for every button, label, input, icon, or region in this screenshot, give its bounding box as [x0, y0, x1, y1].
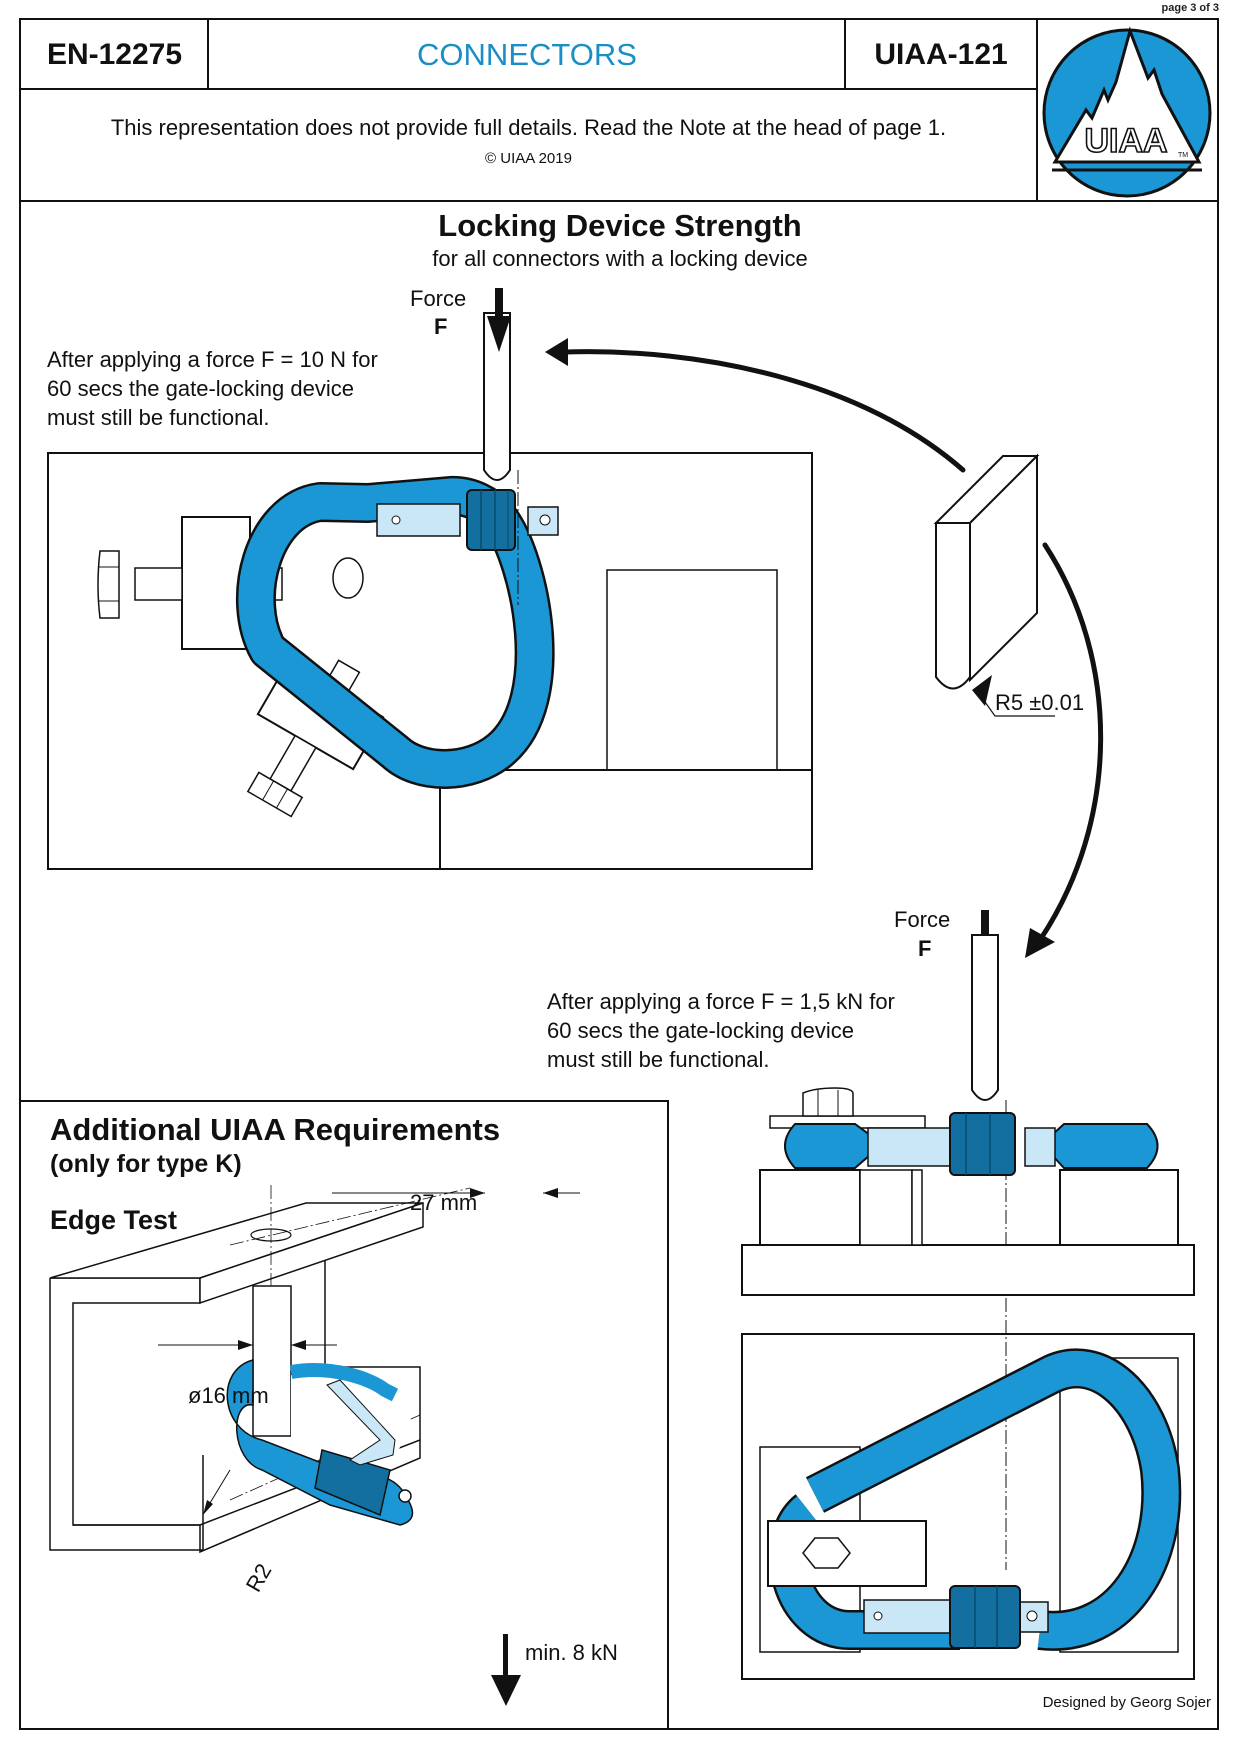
- dim-width-label: 27 mm: [410, 1190, 478, 1215]
- designer-credit: Designed by Georg Sojer: [1042, 1694, 1211, 1711]
- edge-test-fixture: [49, 1185, 471, 1554]
- tool-radius-label: R5 ±0.01: [995, 690, 1085, 715]
- test2-side-fixture: [741, 1087, 1195, 1296]
- test1-description: After applying a force F = 10 N for 60 s…: [47, 345, 378, 432]
- disclaimer-note: This representation does not provide ful…: [110, 115, 947, 140]
- page-frame: [19, 18, 1219, 1730]
- force-arrow-1: [487, 288, 511, 352]
- uiaa-logo-icon: UIAA TM: [1042, 26, 1212, 198]
- force-label-2: Force: [894, 907, 951, 932]
- test2-line-3: must still be functional.: [547, 1047, 770, 1072]
- additional-subtitle: (only for type K): [50, 1150, 242, 1178]
- carabiner-test1: [236, 476, 559, 789]
- uiaa-logo: UIAA TM: [1038, 20, 1217, 201]
- force-label-1: Force: [410, 286, 467, 311]
- section-title: Locking Device Strength: [438, 208, 802, 243]
- logo-col-divider: [1036, 18, 1038, 201]
- additional-title: Additional UIAA Requirements: [50, 1112, 501, 1147]
- carabiner-test2-side: [784, 1112, 1159, 1176]
- load-label: min. 8 kN: [525, 1640, 618, 1665]
- section-subtitle: for all connectors with a locking device: [432, 246, 808, 271]
- edge-test-dimensions: [158, 1188, 580, 1515]
- header-col-divider: [207, 18, 209, 89]
- test2-line-1: After applying a force F = 1,5 kN for: [547, 989, 895, 1014]
- copyright: © UIAA 2019: [485, 150, 572, 167]
- header-bottom-divider: [19, 200, 1219, 202]
- carabiner-type-k: [226, 1359, 414, 1526]
- dim-diameter-label: ø16 mm: [188, 1383, 269, 1408]
- test1-line-1: After applying a force F = 10 N for: [47, 347, 378, 372]
- header-divider: [19, 88, 1038, 90]
- curved-arrow-bottom: [1037, 542, 1104, 943]
- page-indicator: page 3 of 3: [1161, 2, 1219, 14]
- carabiner-test2-top: [767, 1348, 1182, 1651]
- header-col-divider: [844, 18, 846, 89]
- loading-tool: [933, 453, 1055, 717]
- load-arrow: [491, 1634, 521, 1706]
- test2-line-2: 60 secs the gate-locking device: [547, 1018, 854, 1043]
- test1-line-2: 60 secs the gate-locking device: [47, 376, 354, 401]
- edge-test-rod: [252, 1285, 292, 1437]
- test1-line-3: must still be functional.: [47, 405, 270, 430]
- logo-trademark: TM: [1178, 152, 1188, 159]
- curved-arrow-top: [562, 349, 966, 473]
- curved-arrow-bottom-head: [1025, 928, 1055, 958]
- additional-section-frame: [19, 1100, 669, 1730]
- edge-test-title: Edge Test: [50, 1205, 178, 1235]
- standard-uiaa: UIAA-121: [874, 37, 1008, 71]
- force-symbol-1: F: [434, 314, 448, 339]
- test2-description: After applying a force F = 1,5 kN for 60…: [547, 987, 895, 1074]
- logo-text: UIAA: [1084, 122, 1167, 160]
- document-title: CONNECTORS: [417, 36, 637, 72]
- curved-arrow-top-head: [545, 338, 568, 366]
- standard-en: EN-12275: [46, 37, 183, 71]
- force-plunger-2: [971, 934, 1007, 1570]
- force-plunger-1: [483, 312, 519, 605]
- force-symbol-2: F: [918, 936, 932, 961]
